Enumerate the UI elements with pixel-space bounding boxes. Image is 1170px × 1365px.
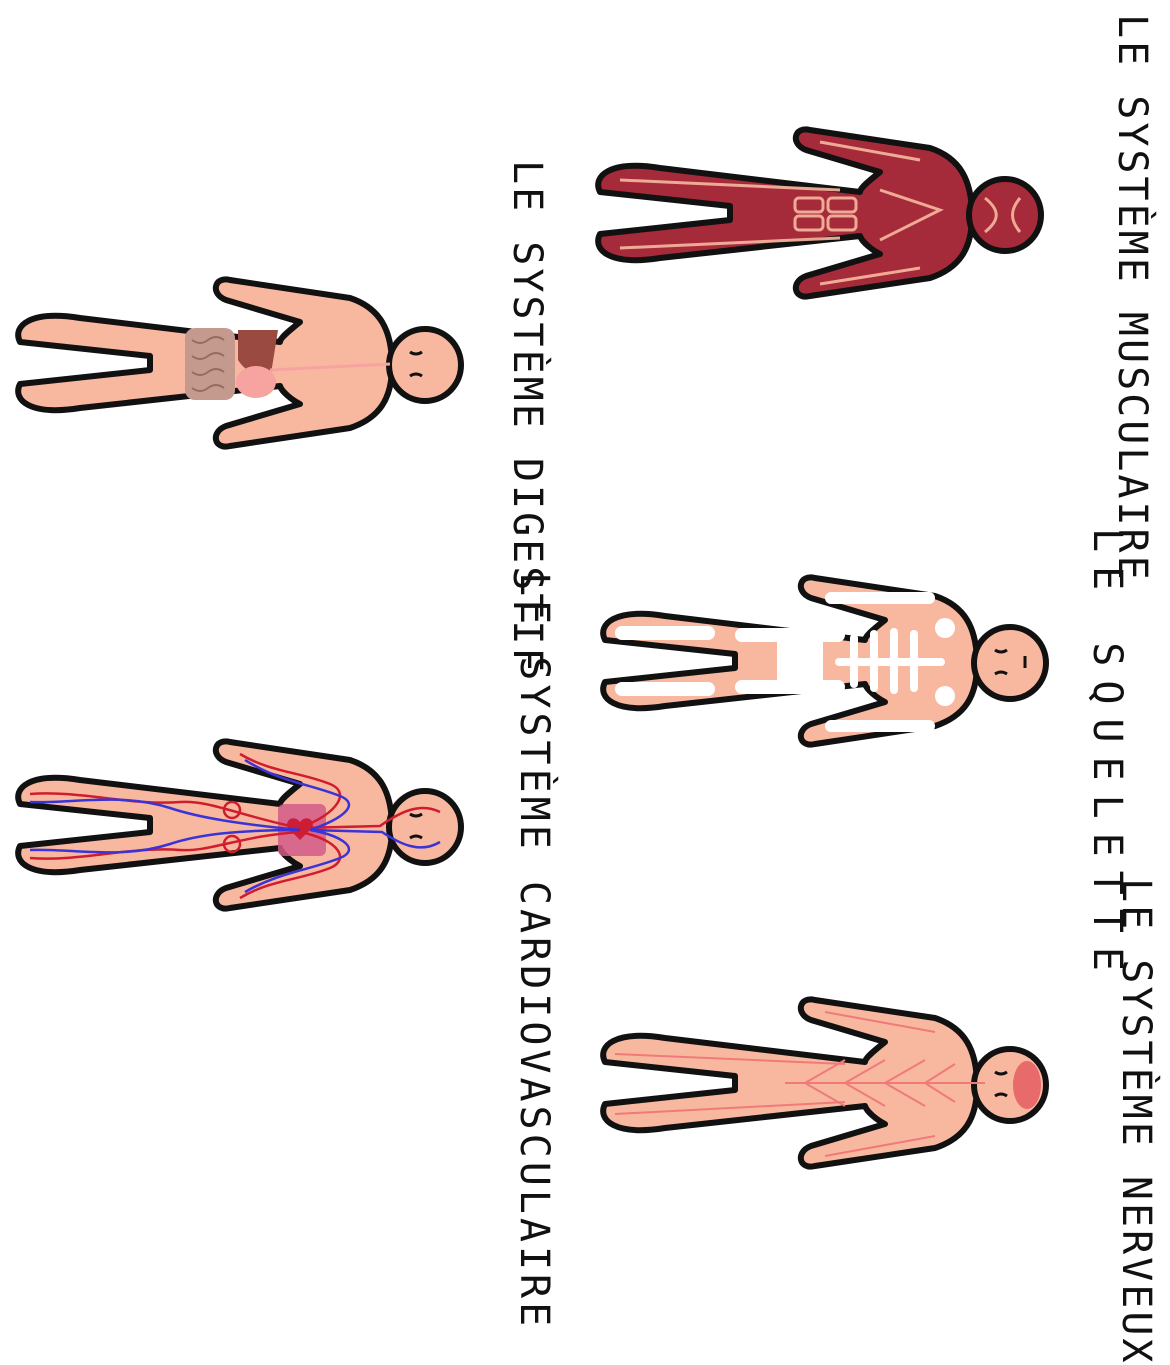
digestive-head [389,329,461,401]
body-systems-sheet: LE SYSTÈME MUSCULAIRE LE SQUELETTE LE SY… [0,0,1170,1258]
brain [1013,1061,1041,1109]
skeleton-head [974,627,1046,699]
stomach [236,366,276,398]
muscular-head [969,179,1041,251]
cardio-body [18,741,392,908]
label-nervous-system: LE SYSTÈME NERVEUX [1116,878,1156,1365]
cardio-head [389,791,461,863]
cardiovascular-figure [0,732,480,932]
label-cardiovascular-system: LE SYSTÈME CARDIOVASCULAIRE [514,572,554,1330]
nervous-figure [585,990,1065,1190]
label-muscular-system: LE SYSTÈME MUSCULAIRE [1112,14,1152,583]
muscular-body [598,129,972,296]
digestive-figure [0,270,480,470]
muscular-figure [580,120,1060,320]
skeleton-figure [585,568,1065,768]
